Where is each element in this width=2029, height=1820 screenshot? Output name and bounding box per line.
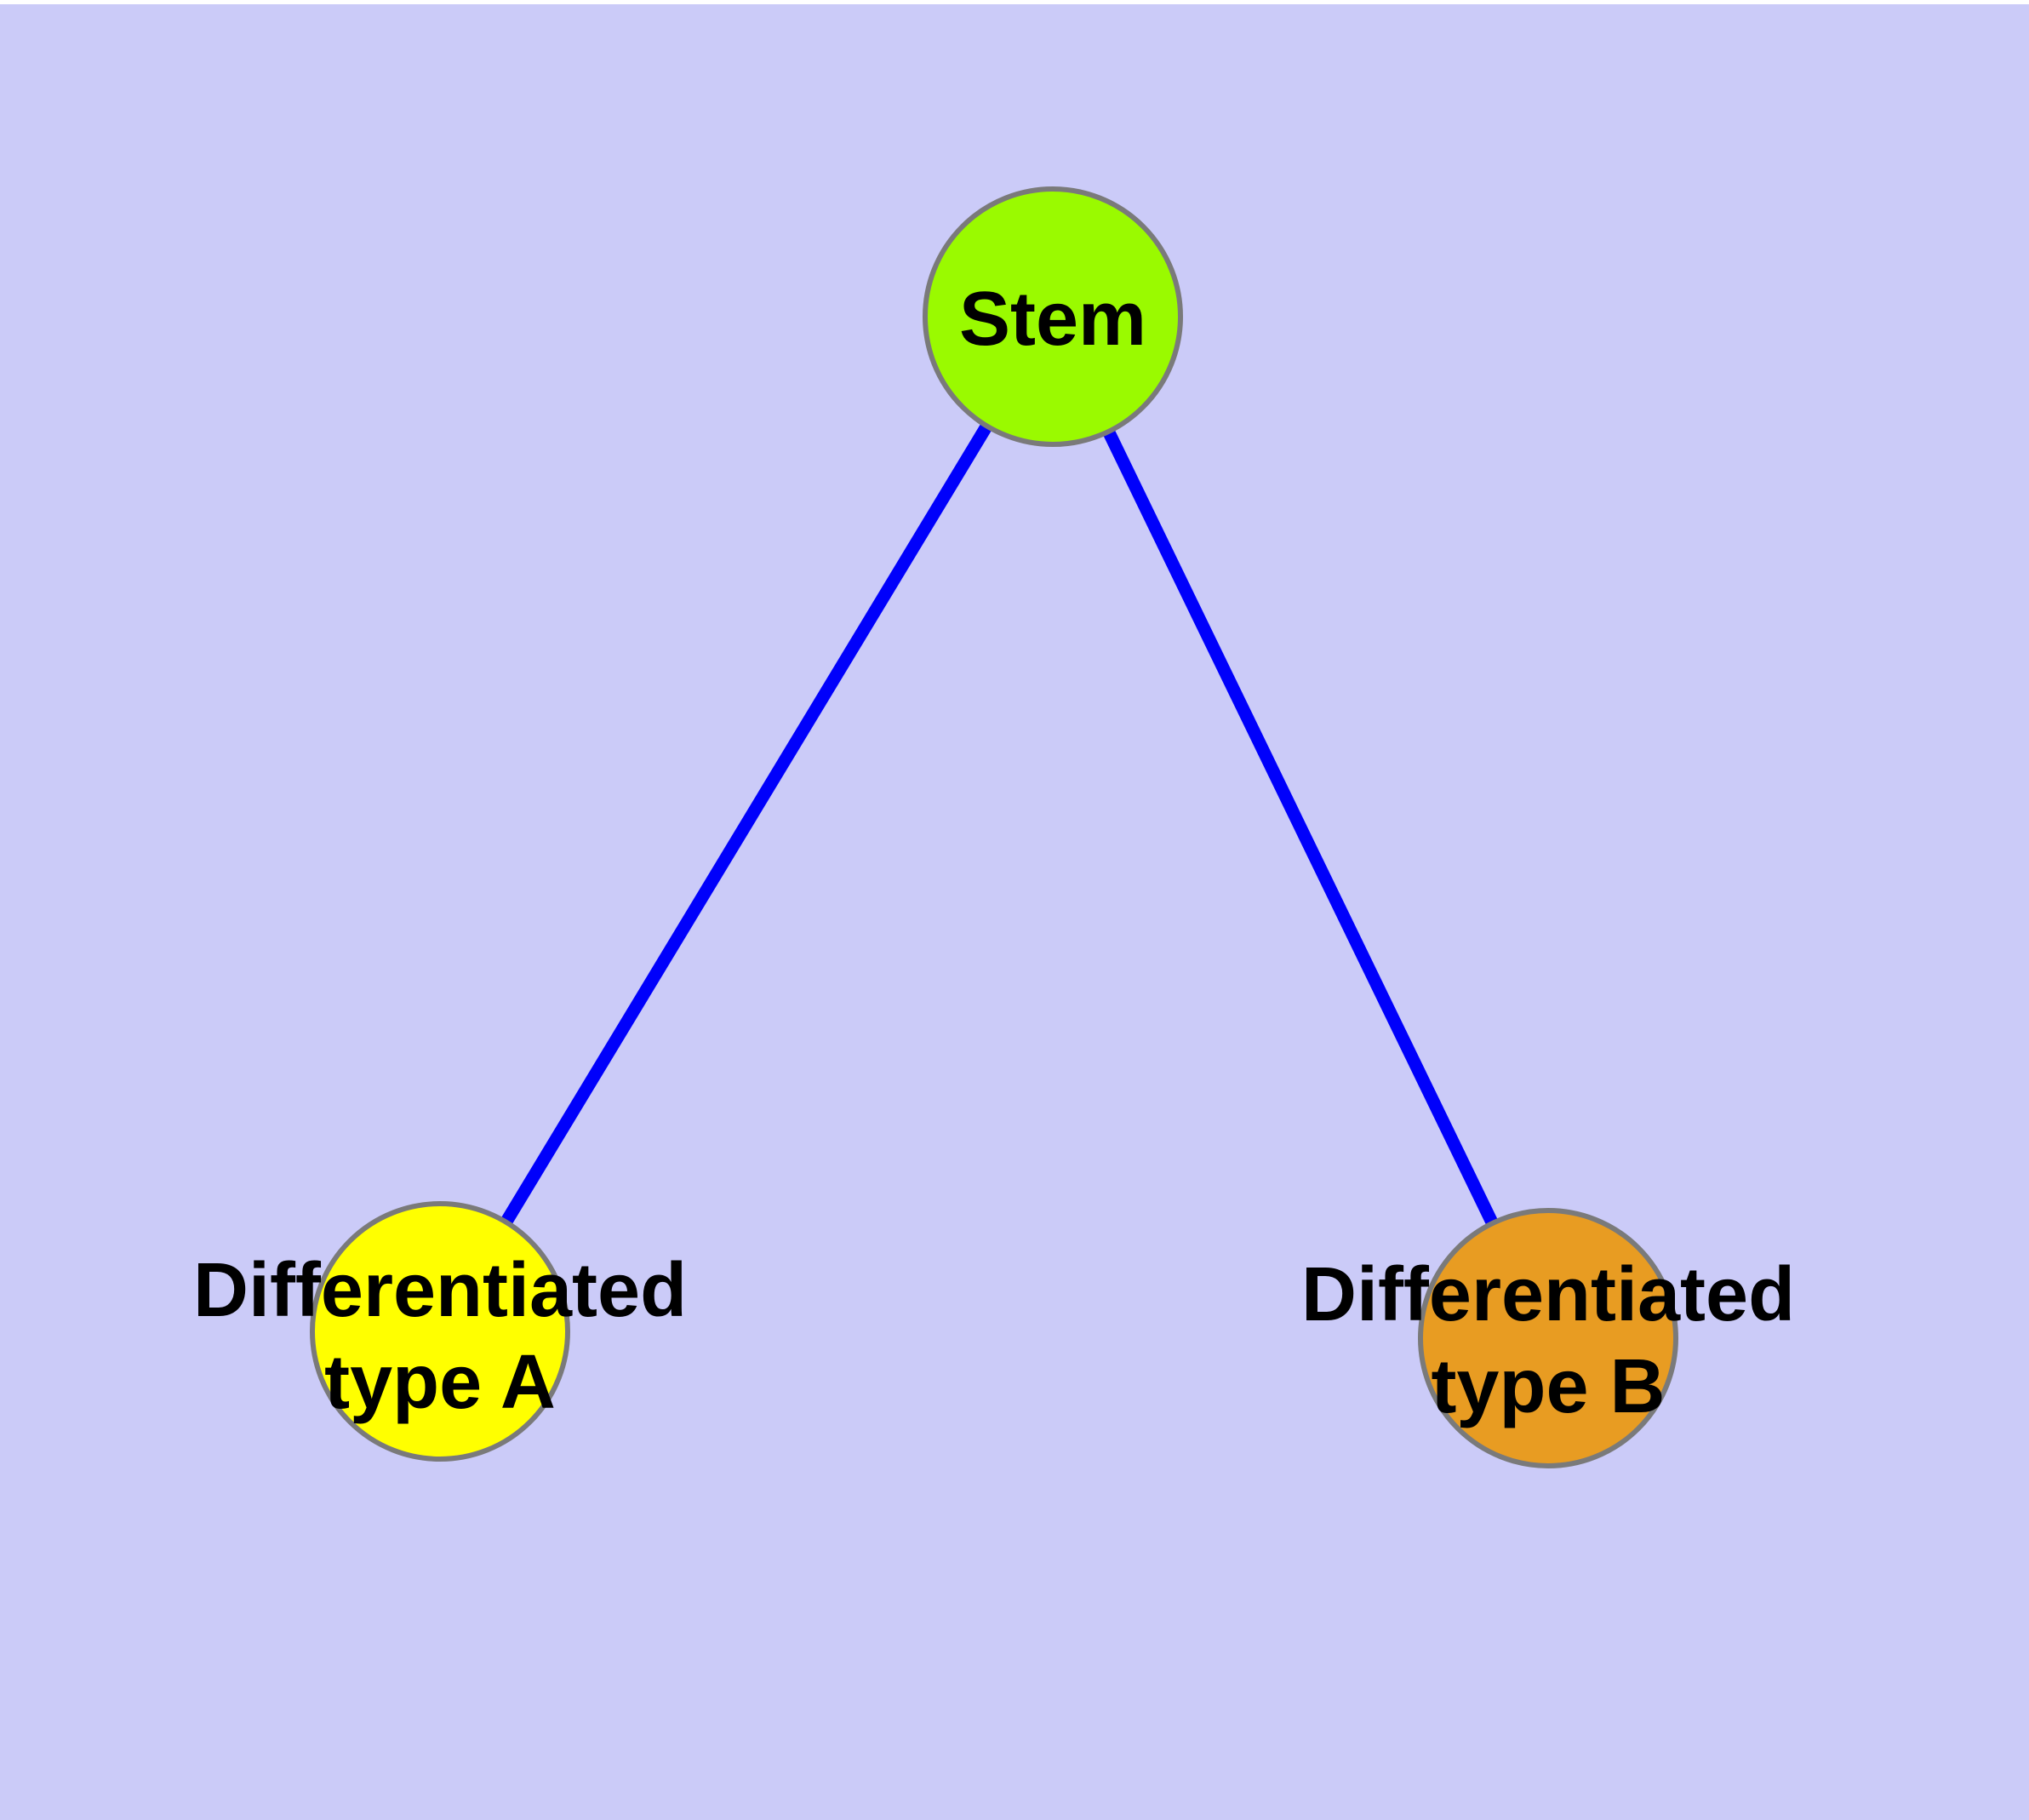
node-stem-label: Stem xyxy=(959,273,1146,365)
node-type-a-circle[interactable] xyxy=(310,1201,570,1462)
node-type-a-label: Differentiated type A xyxy=(193,1245,687,1428)
top-white-strip xyxy=(0,0,2029,4)
node-type-b-circle[interactable] xyxy=(1418,1208,1678,1468)
label-line: type B xyxy=(1431,1344,1666,1429)
label-line: type A xyxy=(324,1340,556,1425)
label-line: Differentiated xyxy=(1300,1252,1796,1337)
edge-stem-type-b xyxy=(1047,313,1554,1342)
node-type-b-label: Differentiated type B xyxy=(1301,1249,1795,1433)
label-line: Differentiated xyxy=(192,1248,688,1333)
node-stem-circle[interactable] xyxy=(923,186,1183,447)
label-line: Stem xyxy=(958,277,1147,362)
edge-stem-type-a xyxy=(434,313,1059,1335)
